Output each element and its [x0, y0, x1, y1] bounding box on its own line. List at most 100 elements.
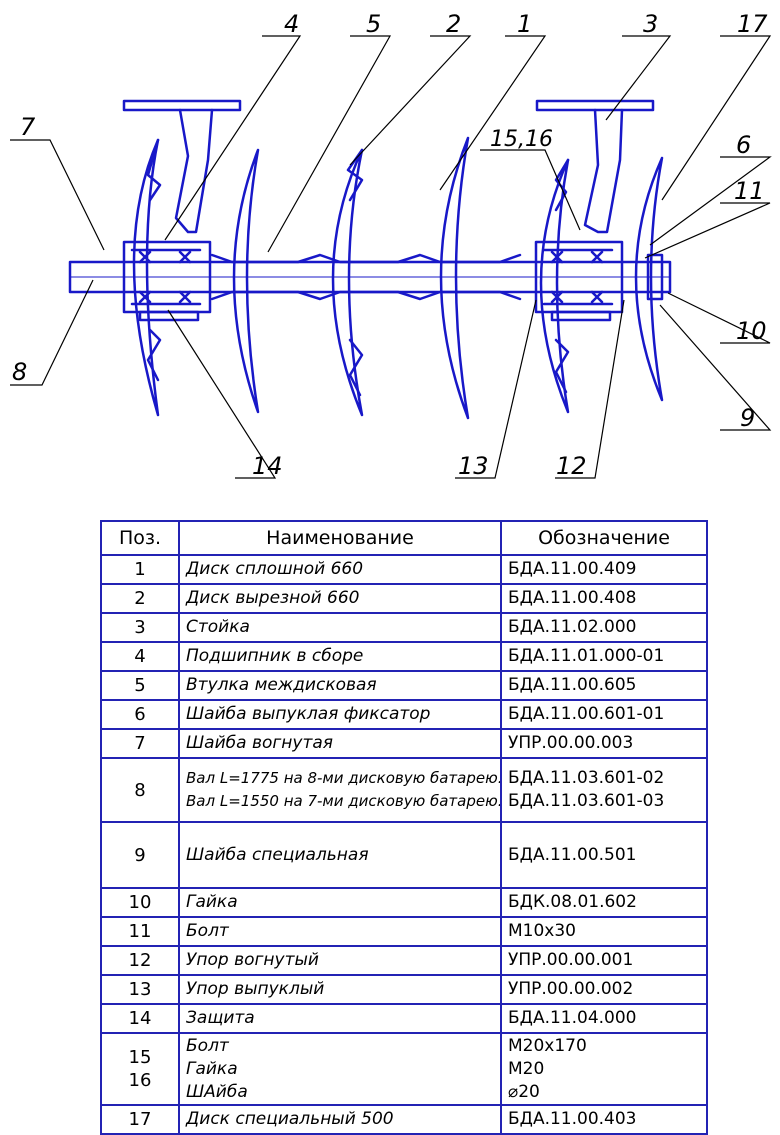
table-row: 12 Упор вогнутый УПР.00.00.001 [100, 945, 708, 976]
name-line: Подшипник в сборе [186, 646, 364, 666]
cell-code: УПР.00.00.001 [500, 945, 708, 976]
pos-line: 8 [134, 779, 146, 801]
disc-1 [439, 136, 470, 420]
pos-line: 16 [128, 1070, 152, 1091]
cell-name: Болт [178, 916, 502, 947]
callout-1: 1 [517, 10, 532, 38]
code-line: М20х170 [508, 1035, 587, 1056]
cell-code: БДА.11.01.000-01 [500, 641, 708, 672]
pos-line: 4 [134, 646, 146, 667]
disc-17 [634, 156, 664, 402]
callout-17: 17 [737, 10, 768, 38]
pos-line: 7 [134, 733, 146, 754]
cell-name: Диск вырезной 660 [178, 583, 502, 614]
cell-code: УПР.00.00.002 [500, 974, 708, 1005]
callout-2: 2 [446, 10, 461, 38]
name-line: Болт [186, 1035, 229, 1056]
cell-code: УПР.00.00.003 [500, 728, 708, 759]
code-line: БДА.11.00.501 [508, 844, 637, 865]
cell-pos: 17 [100, 1104, 180, 1135]
cell-name: Диск сплошной 660 [178, 554, 502, 585]
name-line: Шайба вогнутая [186, 733, 334, 753]
code-line: М10х30 [508, 921, 576, 941]
cell-name: Подшипник в сборе [178, 641, 502, 672]
name-line: Болт [186, 921, 229, 941]
pos-line: 9 [134, 844, 146, 866]
name-line: Упор вогнутый [186, 950, 319, 970]
pos-line: 15 [128, 1047, 152, 1068]
callout-5: 5 [366, 10, 381, 38]
cell-pos: 11 [100, 916, 180, 947]
table-row: 9 Шайба специальная БДА.11.00.501 [100, 821, 708, 889]
cell-name: Гайка [178, 887, 502, 918]
name-line: Защита [186, 1008, 255, 1028]
cell-pos: 10 [100, 887, 180, 918]
code-line: БДА.11.01.000-01 [508, 646, 665, 666]
table-row: 4 Подшипник в сборе БДА.11.01.000-01 [100, 641, 708, 672]
code-line: БДА.11.03.601-03 [508, 791, 665, 811]
cell-code: БДК.08.01.602 [500, 887, 708, 918]
table-header-row: Поз. Наименование Обозначение [100, 520, 708, 556]
cell-name: Шайба вогнутая [178, 728, 502, 759]
cell-code: БДА.11.04.000 [500, 1003, 708, 1034]
header-code: Обозначение [500, 520, 708, 556]
header-name: Наименование [178, 520, 502, 556]
table-row: 7 Шайба вогнутая УПР.00.00.003 [100, 728, 708, 759]
cell-pos: 3 [100, 612, 180, 643]
disc-2b [331, 148, 364, 417]
code-line: БДА.11.04.000 [508, 1008, 637, 1028]
disc-battery-drawing: 4 5 2 1 3 17 7 15,16 6 11 8 10 9 14 13 1… [10, 10, 772, 480]
guard-right [550, 310, 612, 322]
header-pos: Поз. [100, 520, 180, 556]
callout-14: 14 [252, 452, 283, 480]
cell-pos: 5 [100, 670, 180, 701]
code-line: БДК.08.01.602 [508, 892, 637, 912]
stand-plate-right [535, 99, 655, 112]
cell-code: БДА.11.00.409 [500, 554, 708, 585]
code-line: ⌀20 [508, 1081, 540, 1102]
name-line: Вал L=1775 на 8-ми дисковую батарею. [186, 769, 501, 787]
bearing-right [542, 248, 614, 306]
code-line: БДА.11.00.408 [508, 588, 637, 608]
cell-name: Упор вогнутый [178, 945, 502, 976]
disc-2c [539, 158, 570, 414]
callout-3: 3 [643, 10, 658, 38]
disc-2a [232, 148, 260, 414]
name-line: Шайба специальная [186, 844, 369, 865]
code-line: М20 [508, 1058, 545, 1079]
table-row: 8 Вал L=1775 на 8-ми дисковую батарею.Вал… [100, 757, 708, 823]
stand-left [174, 108, 214, 234]
callout-8: 8 [12, 358, 27, 386]
pos-line: 12 [128, 950, 152, 971]
name-line: Упор выпуклый [186, 979, 325, 999]
pos-line: 5 [134, 675, 146, 696]
cell-pos: 2 [100, 583, 180, 614]
cell-pos: 1 [100, 554, 180, 585]
callout-11: 11 [734, 177, 765, 205]
code-line: БДА.11.00.409 [508, 559, 637, 579]
cell-name: Защита [178, 1003, 502, 1034]
callout-7: 7 [20, 113, 36, 141]
name-line: ШАйба [186, 1081, 248, 1102]
code-line: БДА.11.02.000 [508, 617, 637, 637]
bearing-left [130, 248, 202, 306]
stand-right [583, 108, 624, 234]
cell-pos: 6 [100, 699, 180, 730]
name-line: Диск специальный 500 [186, 1109, 394, 1129]
disc-cut-left [146, 138, 162, 382]
spacer-sleeves [210, 253, 522, 301]
callout-4: 4 [284, 10, 299, 38]
cell-name: Вал L=1775 на 8-ми дисковую батарею.Вал … [178, 757, 502, 823]
pos-line: 14 [128, 1008, 152, 1029]
code-line: БДА.11.00.601-01 [508, 704, 665, 724]
code-line: УПР.00.00.001 [508, 950, 634, 970]
